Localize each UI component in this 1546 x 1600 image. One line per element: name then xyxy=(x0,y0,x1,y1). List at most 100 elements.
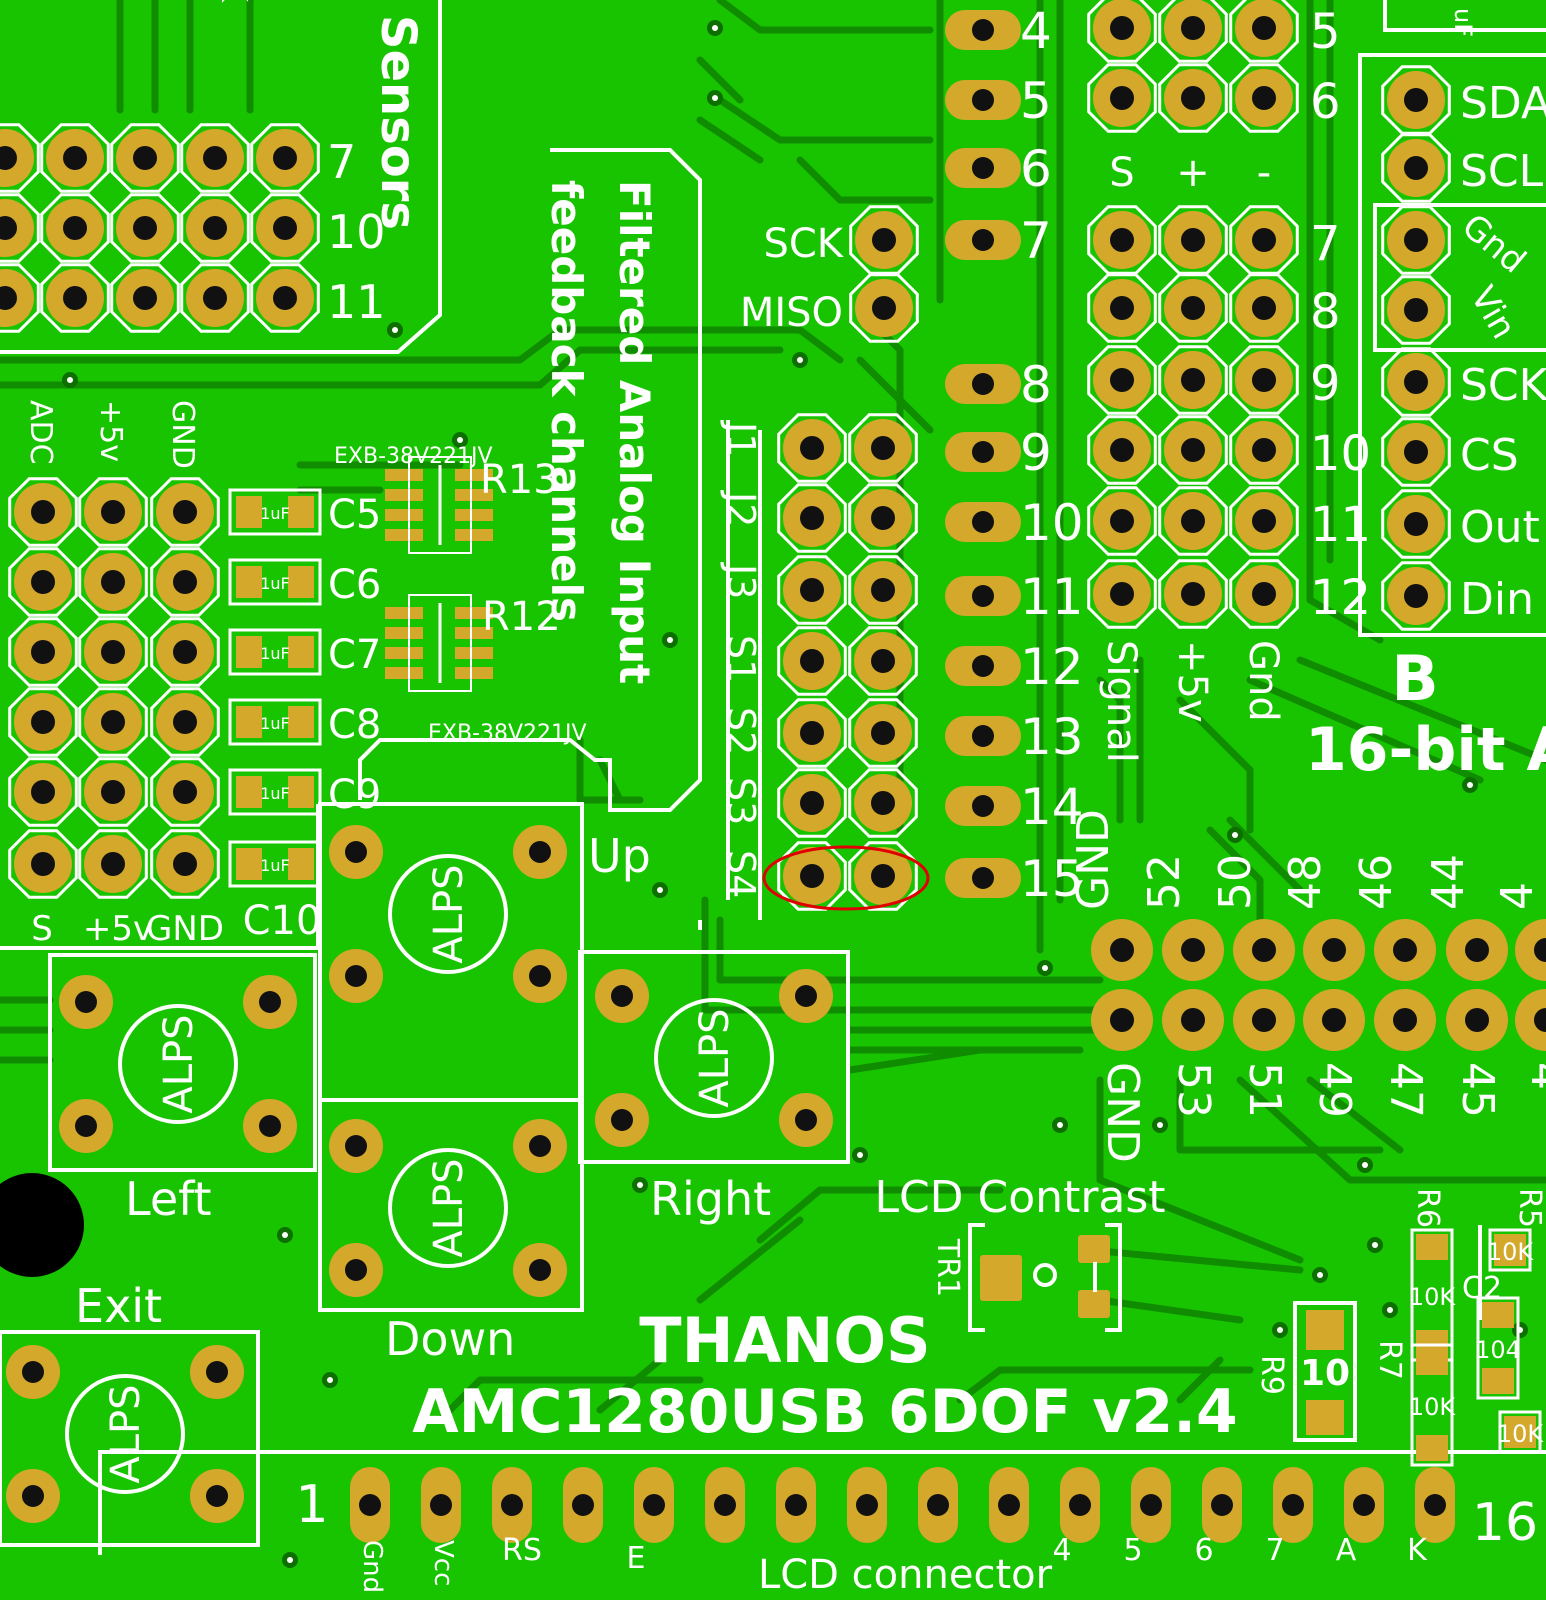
capacitor-c5[interactable]: 1uF xyxy=(228,488,322,536)
adc-header-pad[interactable] xyxy=(78,687,148,757)
servo-header-pad[interactable] xyxy=(1087,486,1157,556)
servo-header-pad[interactable] xyxy=(1087,0,1157,63)
right-header-pad[interactable] xyxy=(1381,205,1451,275)
servo-header-pad[interactable] xyxy=(1158,559,1228,629)
adc-header-pad[interactable] xyxy=(8,757,78,827)
servo-header-pad[interactable] xyxy=(1158,345,1228,415)
pin-column-pad[interactable] xyxy=(945,148,1021,188)
pin-column-pad[interactable] xyxy=(945,10,1021,50)
filtered-pad[interactable] xyxy=(777,555,847,625)
pin-column-pad[interactable] xyxy=(945,432,1021,472)
adc-header-pad[interactable] xyxy=(150,617,220,687)
lcd-connector-pad[interactable] xyxy=(634,1467,674,1543)
sensor-header-pad[interactable] xyxy=(180,123,250,193)
servo-header-pad[interactable] xyxy=(1087,63,1157,133)
pin-column-pad[interactable] xyxy=(945,502,1021,542)
spi-pad-sck[interactable] xyxy=(849,205,919,275)
filtered-pad[interactable] xyxy=(848,413,918,483)
lcd-connector-pad[interactable] xyxy=(1202,1467,1242,1543)
lcd-connector-pad[interactable] xyxy=(1415,1467,1455,1543)
lcd-connector-pad[interactable] xyxy=(1060,1467,1100,1543)
lcd-connector-pad[interactable] xyxy=(563,1467,603,1543)
servo-header-pad[interactable] xyxy=(1158,63,1228,133)
lcd-connector-pad[interactable] xyxy=(776,1467,816,1543)
capacitor-c7[interactable]: 1uF xyxy=(228,628,322,676)
adc-header-pad[interactable] xyxy=(8,687,78,757)
resistor-array-r12[interactable] xyxy=(385,594,493,692)
adc-header-pad[interactable] xyxy=(150,687,220,757)
servo-header-pad[interactable] xyxy=(1158,486,1228,556)
servo-header-pad[interactable] xyxy=(1229,63,1299,133)
servo-header-pad[interactable] xyxy=(1229,415,1299,485)
spi-pad-miso[interactable] xyxy=(849,273,919,343)
adc-header-pad[interactable] xyxy=(150,757,220,827)
adc-header-pad[interactable] xyxy=(150,829,220,899)
pin-column-pad[interactable] xyxy=(945,716,1021,756)
lcd-contrast-trimmer[interactable] xyxy=(968,1223,1122,1332)
mega-header-pad[interactable] xyxy=(1162,989,1224,1051)
mega-header-pad[interactable] xyxy=(1374,989,1436,1051)
servo-header-pad[interactable] xyxy=(1229,273,1299,343)
mega-header-pad[interactable] xyxy=(1233,989,1295,1051)
mega-header-pad[interactable] xyxy=(1446,919,1508,981)
sensor-header-pad[interactable] xyxy=(180,263,250,333)
filtered-pad[interactable] xyxy=(848,698,918,768)
filtered-pad[interactable] xyxy=(777,698,847,768)
servo-header-pad[interactable] xyxy=(1087,345,1157,415)
adc-header-pad[interactable] xyxy=(8,477,78,547)
filtered-pad[interactable] xyxy=(777,413,847,483)
mega-header-pad[interactable] xyxy=(1515,989,1546,1051)
right-header-pad[interactable] xyxy=(1381,489,1451,559)
filtered-pad[interactable] xyxy=(777,626,847,696)
servo-header-pad[interactable] xyxy=(1087,559,1157,629)
filtered-pad[interactable] xyxy=(777,483,847,553)
sensor-header-pad[interactable] xyxy=(180,193,250,263)
mega-header-pad[interactable] xyxy=(1091,989,1153,1051)
filtered-pad[interactable] xyxy=(848,841,918,911)
adc-header-pad[interactable] xyxy=(78,829,148,899)
adc-header-pad[interactable] xyxy=(78,757,148,827)
lcd-connector-pad[interactable] xyxy=(492,1467,532,1543)
servo-header-pad[interactable] xyxy=(1158,415,1228,485)
servo-header-pad[interactable] xyxy=(1087,273,1157,343)
capacitor-c9[interactable]: 1uF xyxy=(228,768,322,816)
filtered-pad[interactable] xyxy=(848,626,918,696)
adc-header-pad[interactable] xyxy=(78,477,148,547)
sensor-header-pad[interactable] xyxy=(250,123,320,193)
mega-header-pad[interactable] xyxy=(1091,919,1153,981)
pin-column-pad[interactable] xyxy=(945,786,1021,826)
sensor-header-pad[interactable] xyxy=(0,263,40,333)
lcd-connector-pad[interactable] xyxy=(847,1467,887,1543)
mega-header-pad[interactable] xyxy=(1162,919,1224,981)
filtered-pad[interactable] xyxy=(848,555,918,625)
right-header-pad[interactable] xyxy=(1381,275,1451,345)
servo-header-pad[interactable] xyxy=(1158,0,1228,63)
adc-header-pad[interactable] xyxy=(150,477,220,547)
right-header-pad[interactable] xyxy=(1381,133,1451,203)
sensor-header-pad[interactable] xyxy=(110,123,180,193)
capacitor-c2[interactable]: 104 xyxy=(1475,1296,1521,1400)
mega-header-pad[interactable] xyxy=(1233,919,1295,981)
adc-header-pad[interactable] xyxy=(8,547,78,617)
resistor-r9[interactable]: 10 xyxy=(1300,1310,1350,1435)
sensor-header-pad[interactable] xyxy=(110,263,180,333)
pin-column-pad[interactable] xyxy=(945,858,1021,898)
sensor-header-pad[interactable] xyxy=(250,263,320,333)
lcd-connector-pad[interactable] xyxy=(421,1467,461,1543)
sensor-header-pad[interactable] xyxy=(0,193,40,263)
resistor-r7[interactable]: 10K xyxy=(1409,1343,1457,1467)
lcd-connector-pad[interactable] xyxy=(1131,1467,1171,1543)
servo-header-pad[interactable] xyxy=(1229,345,1299,415)
lcd-connector-pad[interactable] xyxy=(705,1467,745,1543)
servo-header-pad[interactable] xyxy=(1087,205,1157,275)
adc-header-pad[interactable] xyxy=(8,617,78,687)
adc-header-pad[interactable] xyxy=(150,547,220,617)
capacitor-c8[interactable]: 1uF xyxy=(228,698,322,746)
adc-header-pad[interactable] xyxy=(78,617,148,687)
capacitor-c6[interactable]: 1uF xyxy=(228,558,322,606)
filtered-pad[interactable] xyxy=(777,841,847,911)
lcd-connector-pad[interactable] xyxy=(350,1467,390,1543)
